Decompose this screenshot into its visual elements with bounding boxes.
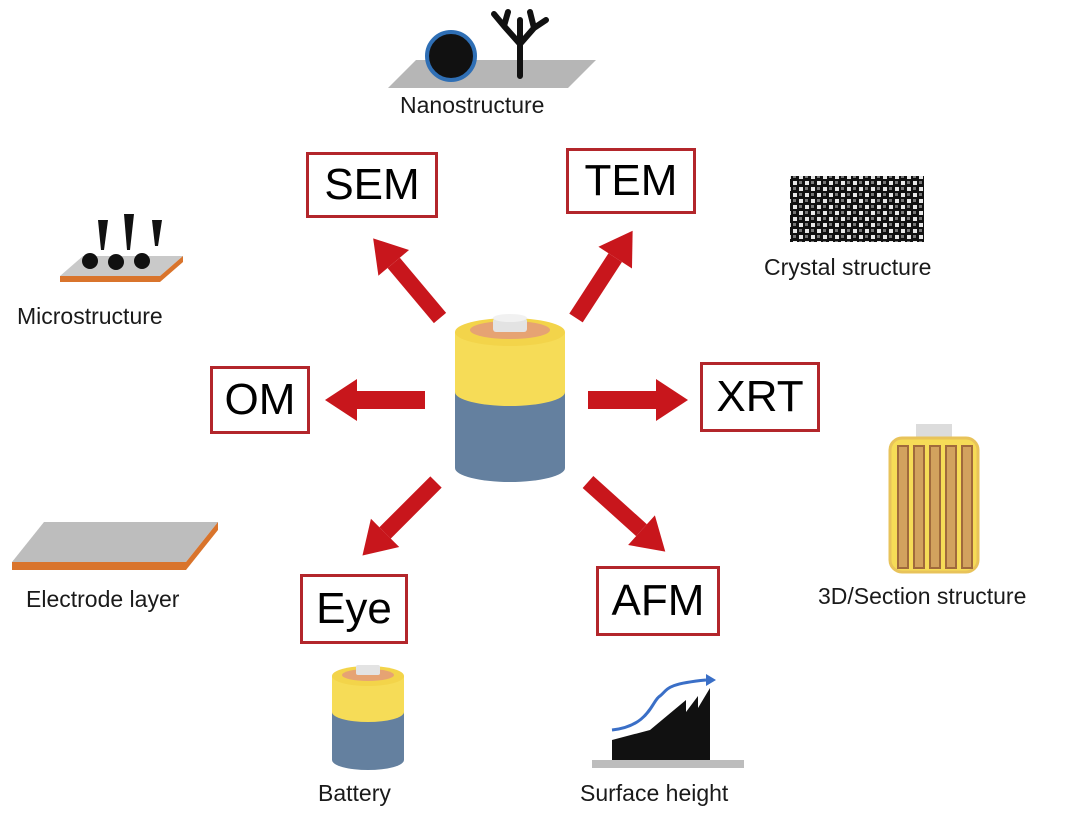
nanostructure-label: Nanostructure xyxy=(400,92,545,118)
arrow-to-tem xyxy=(569,230,633,323)
arrow-icon xyxy=(325,230,688,556)
arrow-to-om xyxy=(325,379,425,421)
arrow-to-xrt xyxy=(588,379,688,421)
section-structure-icon xyxy=(888,424,980,574)
xrt-box: XRT xyxy=(700,362,820,432)
sem-box: SEM xyxy=(306,152,438,218)
central-battery-icon xyxy=(455,314,565,482)
battery-label: Battery xyxy=(318,780,391,806)
arrow-to-eye xyxy=(362,476,442,556)
microstructure-icon xyxy=(60,214,183,282)
om-box: OM xyxy=(210,366,310,434)
crystal-icon xyxy=(790,176,924,242)
electrode-layer-label: Electrode layer xyxy=(26,586,180,612)
surface-height-icon xyxy=(592,674,744,768)
arrow-to-sem xyxy=(373,238,447,324)
tem-box: TEM xyxy=(566,148,696,214)
microstructure-label: Microstructure xyxy=(17,303,163,329)
electrode-layer-icon xyxy=(12,522,218,570)
nanostructure-icon xyxy=(388,9,596,88)
section-structure-label: 3D/Section structure xyxy=(818,583,1027,609)
crystal-structure-label: Crystal structure xyxy=(764,254,932,280)
surface-height-label: Surface height xyxy=(580,780,729,806)
afm-box: AFM xyxy=(596,566,720,636)
battery-icon xyxy=(332,665,404,770)
arrow-to-afm xyxy=(582,476,666,552)
eye-box: Eye xyxy=(300,574,408,644)
